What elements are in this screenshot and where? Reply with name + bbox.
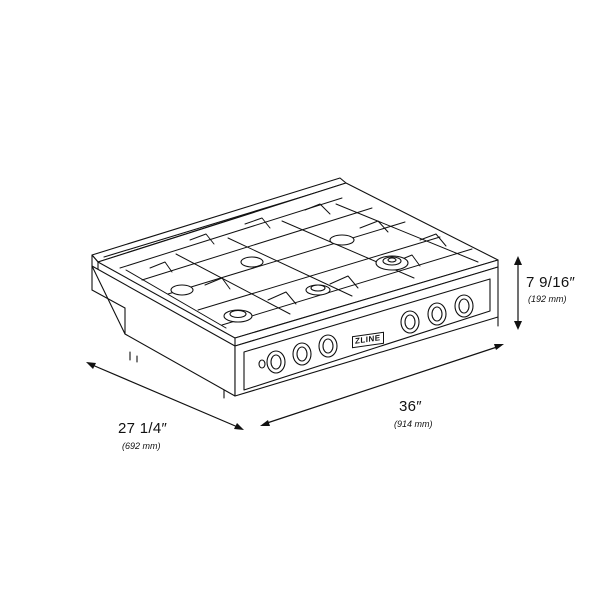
width-metric: (914 mm) bbox=[394, 419, 433, 429]
knob-4 bbox=[400, 310, 420, 334]
grates bbox=[119, 197, 479, 329]
burner-front-right bbox=[375, 255, 409, 271]
dimension-arrowheads bbox=[86, 256, 522, 430]
burner-rear-center bbox=[240, 256, 264, 268]
control-knobs bbox=[258, 294, 474, 374]
height-metric: (192 mm) bbox=[528, 294, 567, 304]
knob-6 bbox=[454, 294, 474, 318]
burner-rear-right bbox=[329, 234, 355, 246]
width-dimension-line bbox=[263, 345, 501, 425]
burner-front-center bbox=[305, 284, 331, 296]
width-label: 36″ bbox=[399, 398, 422, 415]
knob-1 bbox=[266, 350, 286, 374]
burners bbox=[170, 234, 409, 323]
knob-2 bbox=[292, 342, 312, 366]
depth-label: 27 1/4″ bbox=[118, 420, 168, 437]
burner-rear-left bbox=[170, 284, 194, 296]
burner-front-left bbox=[223, 309, 253, 323]
knob-5 bbox=[427, 302, 447, 326]
depth-dimension-line bbox=[89, 363, 241, 429]
depth-metric: (692 mm) bbox=[122, 441, 161, 451]
knob-3 bbox=[318, 334, 338, 358]
height-label: 7 9/16″ bbox=[526, 274, 576, 291]
